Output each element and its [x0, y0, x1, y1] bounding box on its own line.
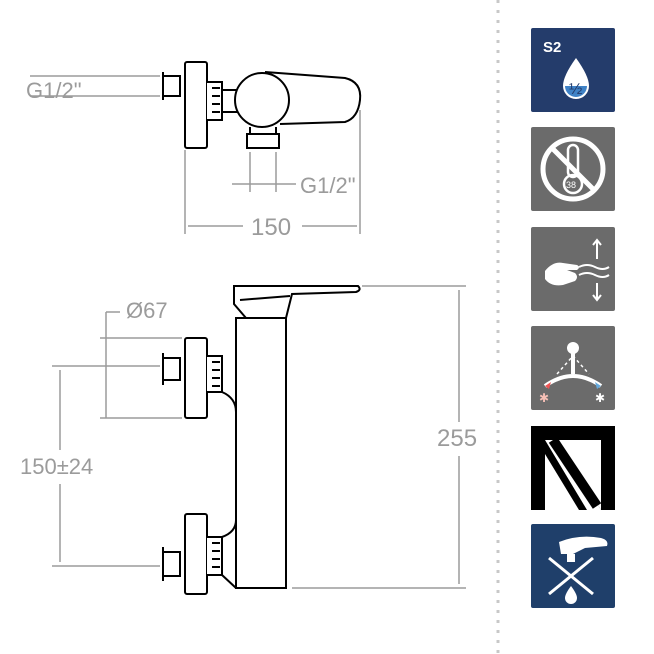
s2-badge: S2 — [543, 39, 561, 56]
diameter-label: Ø67 — [126, 298, 168, 323]
temperature-value: 38 — [566, 180, 576, 190]
s2-half-flow-icon: S2 ½ — [531, 28, 615, 112]
inlet-thread-label: G1/2" — [26, 78, 82, 103]
svg-text:✱: ✱ — [595, 391, 605, 405]
hot-cold-spray-icon: ✱ ✱ — [531, 326, 615, 410]
separator — [496, 0, 500, 654]
half-fraction: ½ — [569, 81, 582, 98]
width-label: 150 — [251, 214, 291, 241]
top-view-dimensions — [30, 75, 361, 234]
no-thermostat-icon: 38 — [531, 127, 615, 211]
no-drip-icon — [531, 524, 615, 608]
front-view-dimensions — [52, 285, 466, 589]
front-view — [162, 285, 361, 595]
svg-text:✱: ✱ — [539, 391, 549, 405]
outlet-thread-label: G1/2" — [300, 173, 356, 198]
brand-logo-icon — [531, 426, 615, 510]
top-view — [162, 61, 362, 149]
height-label: 255 — [437, 425, 477, 452]
hand-sensor-icon — [531, 227, 615, 311]
centers-label: 150±24 — [20, 454, 93, 479]
